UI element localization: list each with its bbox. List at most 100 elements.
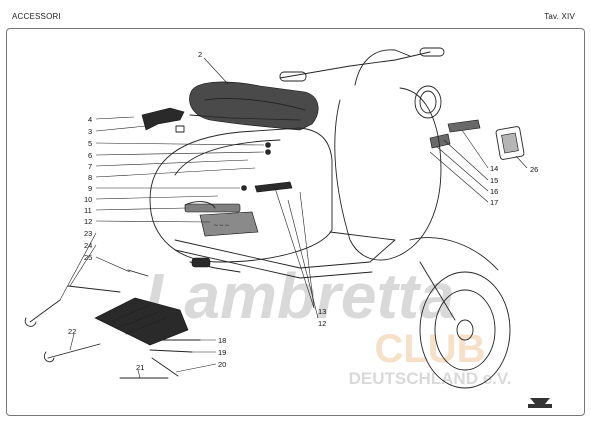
small-parts <box>141 107 525 213</box>
callout-label: 17 <box>490 198 498 207</box>
leader-3 <box>95 125 147 132</box>
page-title: ACCESSORI <box>12 12 61 21</box>
headlight-lens <box>419 90 437 114</box>
seat-cushion <box>189 81 319 131</box>
tool-roll <box>94 297 189 346</box>
side-panel-grille <box>199 211 259 237</box>
leader-16 <box>435 145 489 192</box>
right-grip <box>419 47 445 57</box>
part-16 <box>429 133 451 149</box>
handlebar <box>279 51 431 79</box>
callout-label: 6 <box>88 151 92 160</box>
callout-label: 13 <box>318 307 326 316</box>
front-fork <box>419 261 456 321</box>
leg-shield <box>334 87 442 261</box>
leader-6 <box>95 151 265 156</box>
part-26-label <box>501 132 519 154</box>
callout-label: 25 <box>84 253 92 262</box>
callout-label: 15 <box>490 176 498 185</box>
callout-label: 10 <box>84 195 92 204</box>
seat <box>189 81 319 131</box>
leader-10 <box>95 195 219 200</box>
callout-label: 19 <box>218 348 226 357</box>
tool-kit <box>24 269 201 379</box>
exhaust-tip <box>191 257 211 268</box>
part-14 <box>447 119 481 133</box>
callout-label: 20 <box>218 360 226 369</box>
watermark: Lambretta CLUB DEUTSCHLAND e.V. <box>145 260 511 388</box>
front-mudguard <box>409 237 499 271</box>
leader-13a <box>274 187 315 309</box>
leader-2 <box>203 57 229 85</box>
part-5 <box>265 142 271 148</box>
publisher-logo <box>528 398 552 408</box>
callout-label: 7 <box>88 162 92 171</box>
callout-label: 4 <box>88 115 92 124</box>
leader-21 <box>137 369 141 379</box>
callout-label: 11 <box>84 206 92 215</box>
leader-12b <box>287 199 319 319</box>
part-26 <box>495 126 525 160</box>
steering-column <box>354 49 411 86</box>
leader-24 <box>69 244 97 287</box>
leader-14 <box>461 129 489 169</box>
front-hub <box>456 319 474 341</box>
tool-22 <box>43 343 101 363</box>
leader-17 <box>429 151 489 203</box>
logo-bar <box>528 404 552 408</box>
watermark-line-2: CLUB <box>374 327 485 371</box>
front-tire <box>419 271 511 389</box>
callout-label: 18 <box>218 336 226 345</box>
leader-20 <box>175 363 217 373</box>
headlight <box>414 85 442 119</box>
leader-5 <box>95 142 265 146</box>
tool-25 <box>127 269 149 277</box>
leader-12a <box>95 220 211 223</box>
rear-panel <box>174 139 281 176</box>
leader-11 <box>95 207 187 211</box>
tool-wrench-23 <box>24 299 61 327</box>
part-6 <box>265 149 271 155</box>
callout-label: 14 <box>490 164 498 173</box>
drawing-frame <box>6 28 585 416</box>
callout-label: 24 <box>84 241 92 250</box>
tool-roll-pockets <box>109 304 167 335</box>
tool-19 <box>149 349 193 353</box>
rear-emblem <box>254 181 293 193</box>
part-3 <box>141 107 185 131</box>
front-rim <box>434 289 496 371</box>
leader-13b <box>299 191 315 309</box>
watermark-line-3: DEUTSCHLAND e.V. <box>349 369 512 388</box>
callout-label: 12 <box>84 217 92 226</box>
side-emblem: ~ ~ ~ <box>214 222 229 230</box>
callout-label: 5 <box>88 139 92 148</box>
logo-mark-icon <box>530 398 550 404</box>
seat-pipe <box>204 98 306 111</box>
left-grip <box>279 71 307 82</box>
leader-23 <box>59 232 97 301</box>
floorboard <box>174 231 396 269</box>
leader-26 <box>515 155 528 169</box>
part-11 <box>184 203 241 213</box>
callout-label: 12 <box>318 319 326 328</box>
callout-label: 21 <box>136 363 144 372</box>
callout-label: 3 <box>88 127 92 136</box>
callout-label: 23 <box>84 229 92 238</box>
rear-body <box>149 127 333 263</box>
leader-25 <box>95 256 131 273</box>
floorboard-edge <box>174 249 373 279</box>
tool-wrench-24 <box>67 285 121 293</box>
part-3-bracket <box>175 125 185 133</box>
callout-label: 2 <box>198 50 202 59</box>
leader-lines <box>59 57 528 379</box>
callout-label: 9 <box>88 184 92 193</box>
leader-15 <box>443 139 489 181</box>
callout-label: 22 <box>68 327 76 336</box>
tool-20 <box>151 357 179 377</box>
leader-4 <box>95 116 135 120</box>
callout-label: 26 <box>530 165 538 174</box>
callout-label: 16 <box>490 187 498 196</box>
callout-label: 8 <box>88 173 92 182</box>
table-number: Tav. XIV <box>544 12 575 21</box>
